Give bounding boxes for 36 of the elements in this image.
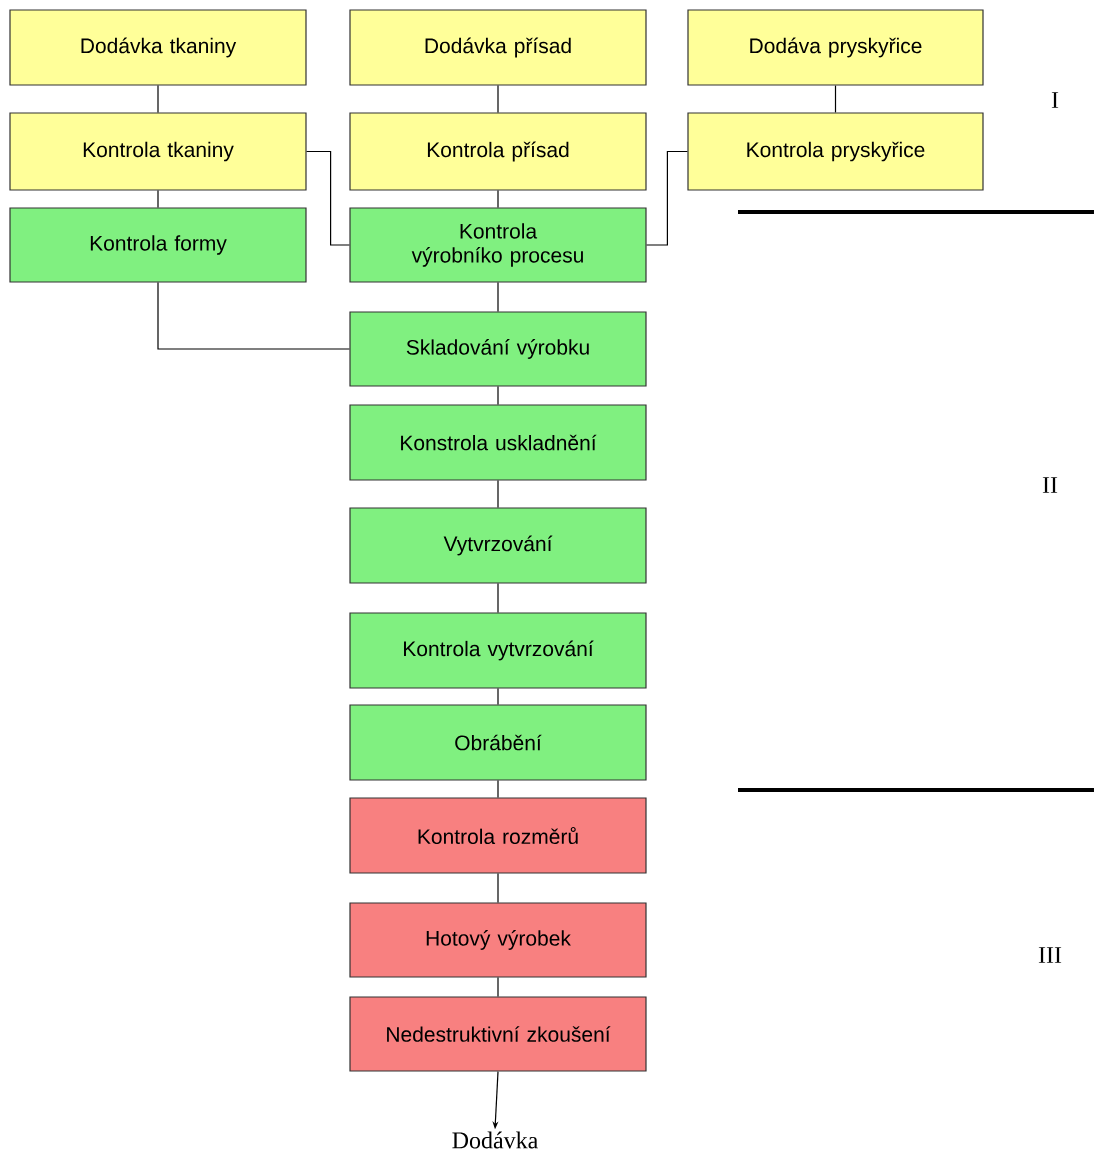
section-numeral: III <box>1038 947 1062 963</box>
process-box: Kontrola výrobníko procesu <box>349 207 647 283</box>
connector <box>497 85 499 113</box>
process-box: Nedestruktivní zkoušení <box>349 996 647 1072</box>
process-box: Vytvrzování <box>349 507 647 584</box>
connector <box>497 688 499 705</box>
connector <box>497 480 499 508</box>
process-box: Kontrola rozměrů <box>349 797 647 874</box>
connector <box>497 386 499 405</box>
section-numeral: II <box>1042 477 1058 493</box>
connector <box>306 150 350 246</box>
process-box: Skladování výrobku <box>349 311 647 387</box>
connector <box>497 190 499 208</box>
connector <box>646 150 688 246</box>
process-box: Kontrola vytvrzování <box>349 612 647 689</box>
connector <box>157 190 159 208</box>
output-text: Dodávka <box>452 1131 538 1149</box>
process-box: Kontrola formy <box>9 207 307 283</box>
process-box: Kontrola pryskyřice <box>687 112 984 191</box>
process-box: Kontrola přísad <box>349 112 647 191</box>
process-box: Dodávka tkaniny <box>9 9 307 86</box>
process-box: Dodávka přísad <box>349 9 647 86</box>
section-numeral: I <box>1051 92 1059 108</box>
connector <box>497 977 499 997</box>
connector <box>497 873 499 903</box>
connector <box>497 282 499 312</box>
process-box: Kontrola tkaniny <box>9 112 307 191</box>
process-box: Hotový výrobek <box>349 902 647 978</box>
connector <box>834 85 837 113</box>
connector <box>157 282 350 350</box>
process-box: Dodáva pryskyřice <box>687 9 984 86</box>
connector <box>157 85 159 113</box>
connector <box>497 583 499 613</box>
connector <box>497 780 499 798</box>
process-box: Konstrola uskladnění <box>349 404 647 481</box>
process-box: Obrábění <box>349 704 647 781</box>
